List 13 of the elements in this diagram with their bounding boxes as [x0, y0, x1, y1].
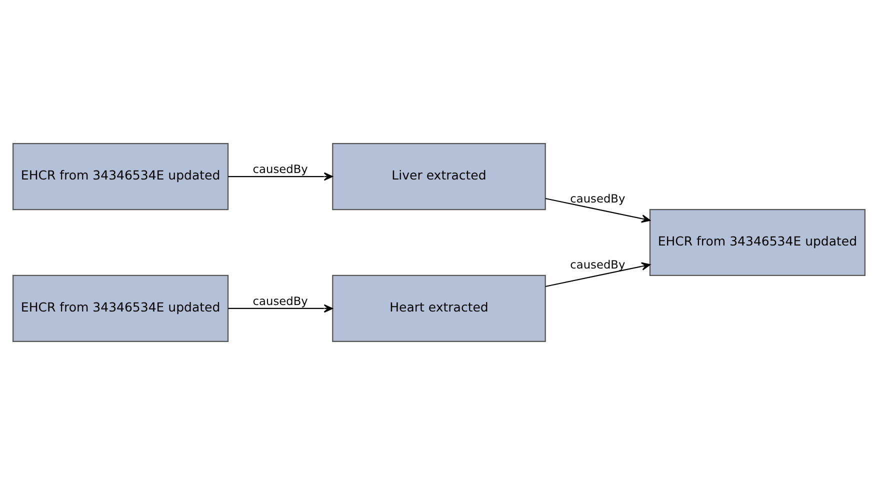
arrow — [545, 198, 650, 223]
edge-label: causedBy — [252, 294, 308, 308]
node-box: EHCR from 34346534E updated — [12, 274, 229, 342]
edge-label: causedBy — [570, 258, 626, 272]
arrow — [545, 262, 650, 288]
node-box: Liver extracted — [332, 142, 546, 210]
node-box: EHCR from 34346534E updated — [12, 142, 229, 210]
arrow — [228, 172, 333, 181]
node-box: Heart extracted — [332, 274, 546, 342]
node-box: EHCR from 34346534E updated — [649, 208, 866, 276]
edge-label: causedBy — [570, 192, 626, 206]
edge-label: causedBy — [252, 162, 308, 176]
arrow — [228, 304, 333, 313]
